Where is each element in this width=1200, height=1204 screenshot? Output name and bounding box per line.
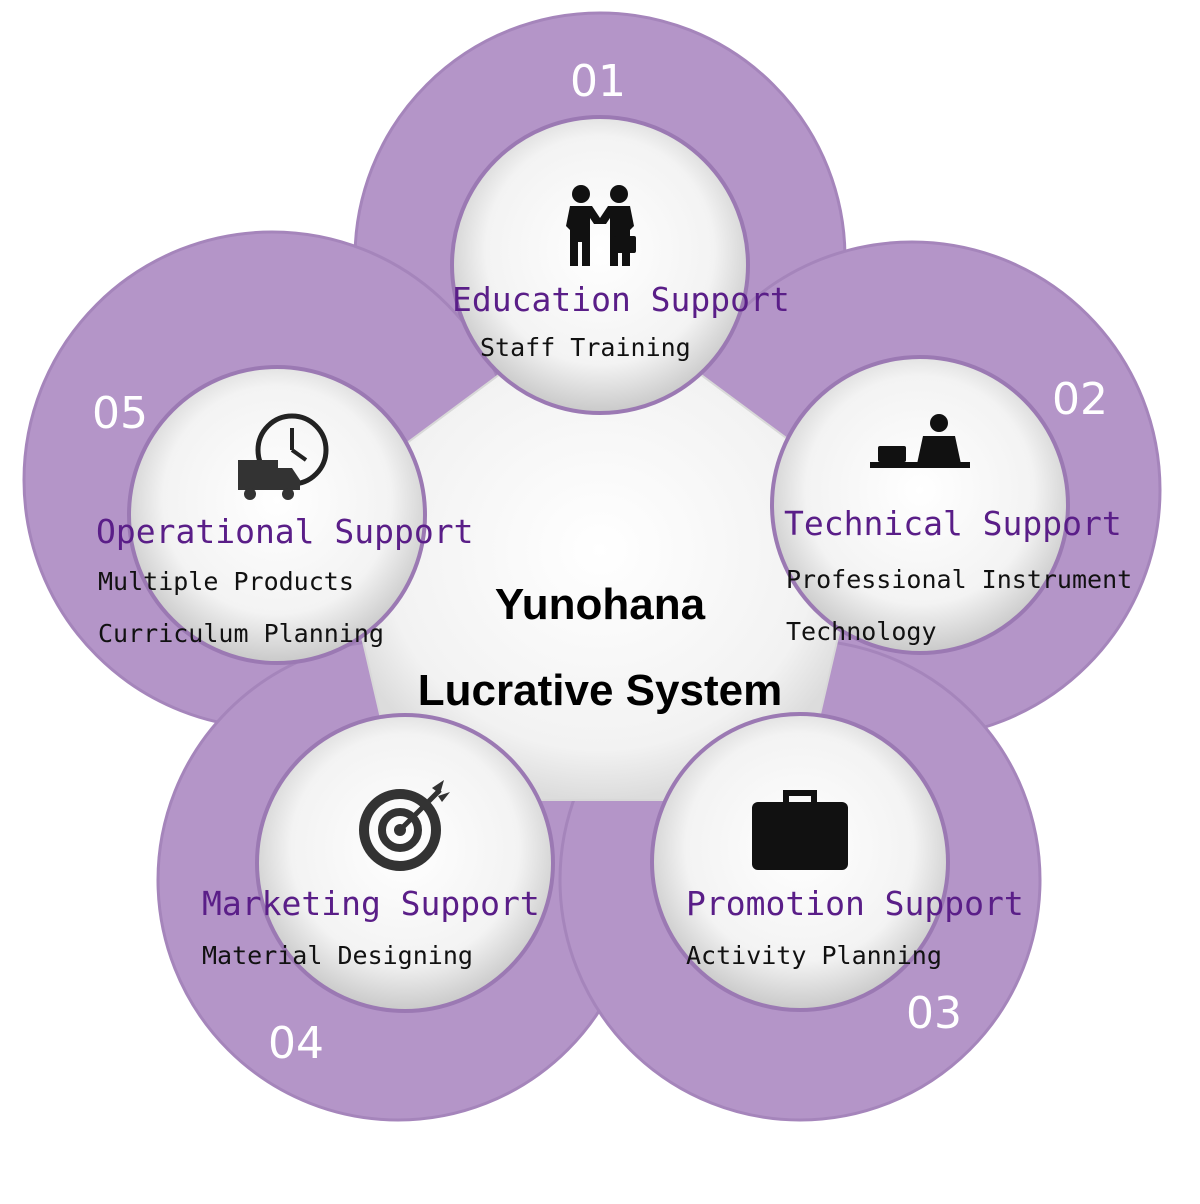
segment-line-activity-planning: Activity Planning (686, 941, 942, 970)
desk-person-icon (870, 414, 970, 468)
inner-circle-01 (450, 115, 750, 415)
segment-line-technology: Technology (786, 617, 937, 646)
segment-title-operational: Operational Support (96, 512, 474, 551)
segment-line-professional-instrument: Professional Instrument (786, 565, 1133, 594)
segment-line-multiple-products: Multiple Products (98, 567, 354, 596)
segment-title-promotion: Promotion Support (686, 884, 1024, 923)
target-icon (359, 780, 450, 871)
center-title-line2: Lucrative System (417, 666, 783, 715)
segment-number-05: 05 (92, 388, 148, 439)
segment-number-02: 02 (1052, 374, 1108, 425)
handshake-icon (566, 185, 636, 266)
inner-circle-02 (770, 355, 1070, 655)
inner-circle-05 (127, 365, 427, 665)
segment-title-education: Education Support (452, 280, 790, 319)
segment-line-curriculum-planning: Curriculum Planning (98, 619, 384, 648)
segment-number-01: 01 (570, 56, 626, 107)
segment-number-04: 04 (268, 1018, 324, 1069)
segment-title-marketing: Marketing Support (202, 884, 540, 923)
segment-line-material-designing: Material Designing (202, 941, 473, 970)
segment-line-staff-training: Staff Training (480, 333, 691, 362)
segment-title-technical: Technical Support (784, 504, 1122, 543)
center-title-line1: Yunohana (494, 580, 706, 629)
segment-number-03: 03 (906, 988, 962, 1039)
briefcase-icon (752, 790, 848, 870)
clock-truck-icon (238, 413, 329, 500)
